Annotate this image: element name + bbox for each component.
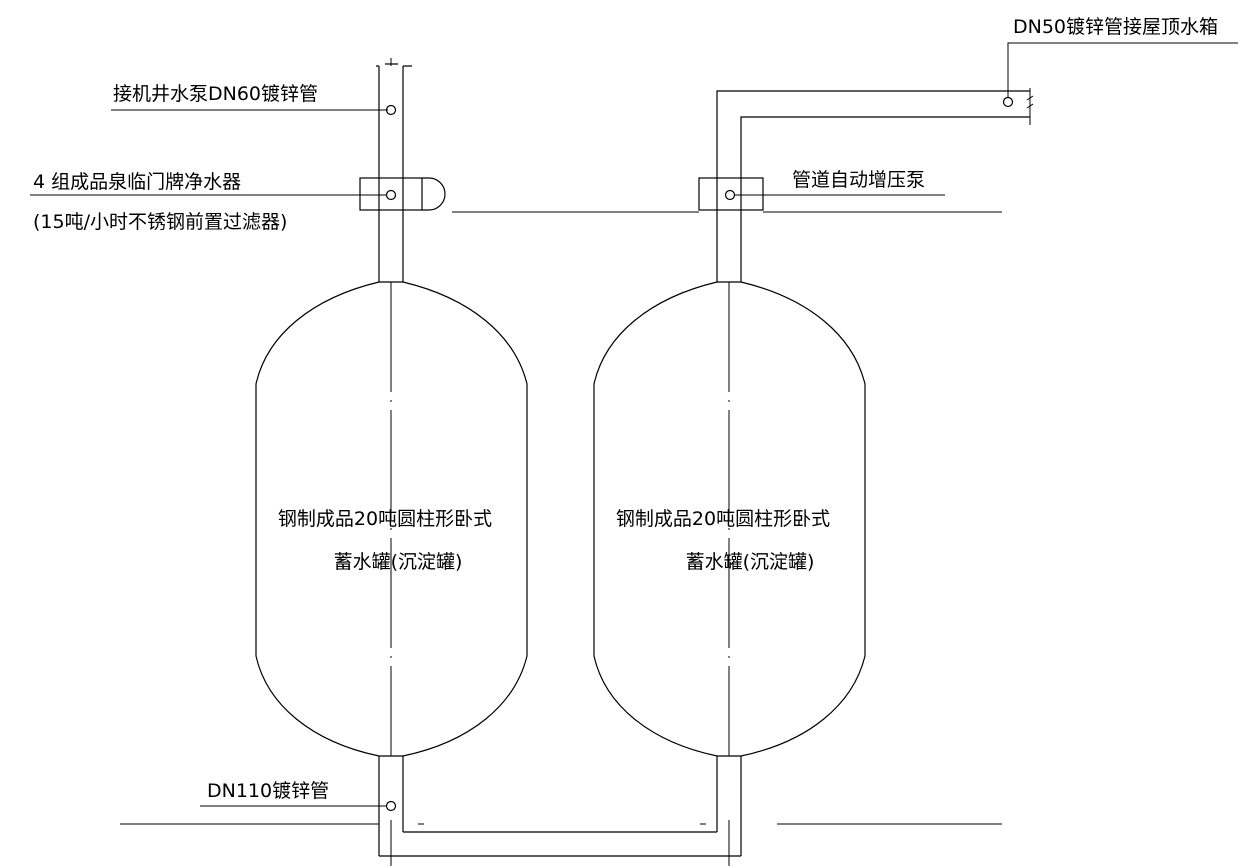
right-tank-assembly: 钢制成品20吨圆柱形卧式 蓄水罐(沉淀罐) [593, 88, 1034, 856]
pipe-break-mark [1026, 88, 1034, 125]
bottom-pipe-marker [385, 800, 397, 812]
right-top-pipe [716, 90, 1030, 282]
bottom-pipe-label: DN110镀锌管 [207, 780, 329, 802]
bottom-connecting-pipe [379, 831, 741, 857]
purifier-marker [385, 189, 397, 201]
purifier-rounded-end [422, 177, 446, 211]
inlet-pipe-label: 接机井水泵DN60镀锌管 [113, 83, 318, 105]
left-inlet-pipe [376, 65, 412, 282]
roof-pipe-marker [1002, 96, 1014, 108]
left-tank-assembly: 钢制成品20吨圆柱形卧式 蓄水罐(沉淀罐) [255, 58, 528, 856]
right-tank-label-line2: 蓄水罐(沉淀罐) [686, 551, 815, 573]
purifier-label-line2: (15吨/小时不锈钢前置过滤器) [33, 211, 287, 233]
booster-pump-label: 管道自动增压泵 [792, 169, 925, 191]
purifier-label-line1: 4 组成品泉临门牌净水器 [33, 171, 241, 193]
right-outlet-pipe [716, 756, 742, 856]
purifier-box [359, 177, 423, 211]
roof-tank-pipe-label: DN50镀锌管接屋顶水箱 [1013, 16, 1218, 38]
booster-pump-marker [724, 189, 736, 201]
left-tank-label-line2: 蓄水罐(沉淀罐) [334, 551, 463, 573]
left-tank-label-line1: 钢制成品20吨圆柱形卧式 [278, 508, 492, 530]
roof-pipe-leader [1007, 42, 1238, 98]
booster-pump-box [698, 177, 764, 211]
right-tank-label-line1: 钢制成品20吨圆柱形卧式 [616, 508, 830, 530]
